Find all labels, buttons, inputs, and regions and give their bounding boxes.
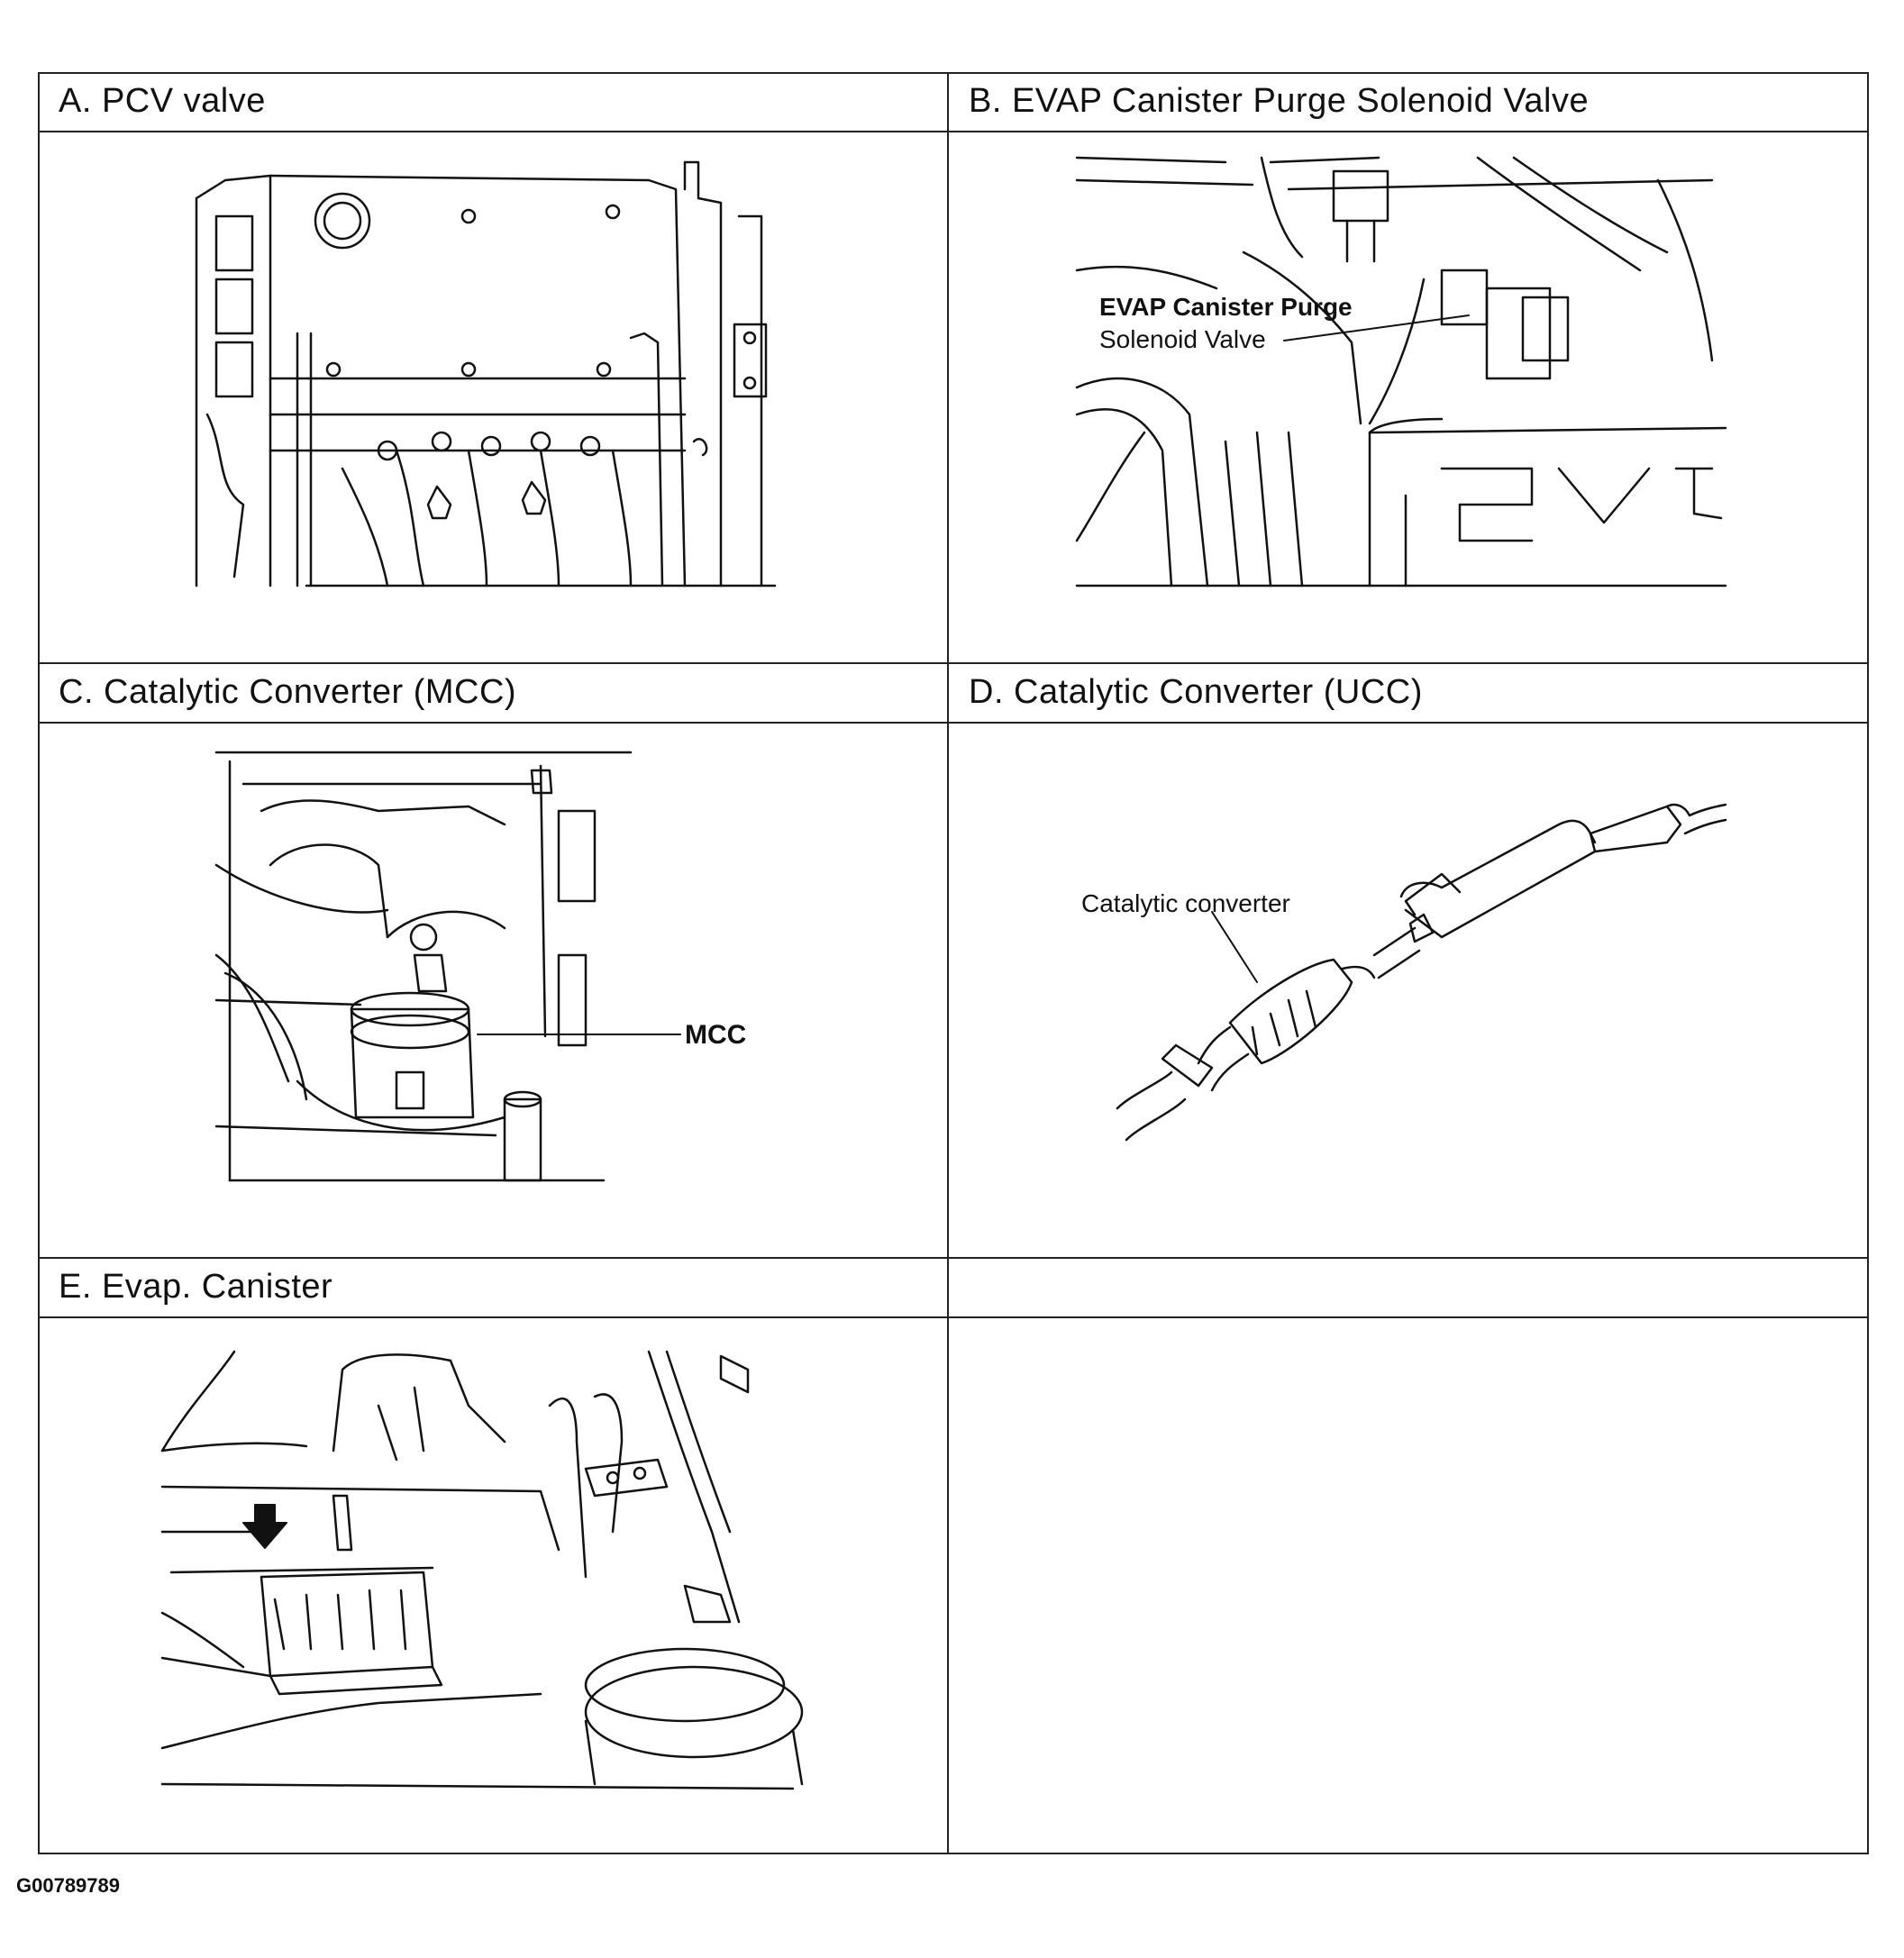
panel-d-header: D. Catalytic Converter (UCC) — [948, 663, 1869, 723]
down-arrow-icon — [242, 1504, 287, 1549]
panel-c-title: C. Catalytic Converter (MCC) — [59, 673, 517, 711]
ucc-drawing — [1116, 803, 1727, 1142]
panel-b-image — [948, 132, 1869, 663]
evap-canister-drawing — [160, 1350, 804, 1790]
panel-d-image — [948, 723, 1869, 1258]
figure-code: G00789789 — [16, 1874, 120, 1897]
evap-solenoid-drawing — [1075, 156, 1727, 587]
solenoid-callout-line1: EVAP Canister Purge — [1099, 293, 1353, 321]
panel-b-title: B. EVAP Canister Purge Solenoid Valve — [969, 82, 1590, 120]
panel-a-title: A. PCV valve — [59, 82, 266, 120]
panel-a-image — [38, 132, 948, 663]
panel-b-header: B. EVAP Canister Purge Solenoid Valve — [948, 72, 1869, 132]
mcc-drawing — [214, 751, 681, 1182]
panel-e-image — [38, 1317, 948, 1854]
panel-f-header — [948, 1258, 1869, 1317]
ucc-callout: Catalytic converter — [1081, 889, 1290, 917]
panel-c-image — [38, 723, 948, 1258]
panel-f-image — [948, 1317, 1869, 1854]
panel-e-header: E. Evap. Canister — [38, 1258, 948, 1317]
panel-e-title: E. Evap. Canister — [59, 1268, 333, 1306]
mcc-callout: MCC — [685, 1020, 746, 1050]
panel-d-title: D. Catalytic Converter (UCC) — [969, 673, 1423, 711]
engine-top-drawing — [195, 160, 777, 587]
panel-c-header: C. Catalytic Converter (MCC) — [38, 663, 948, 723]
panel-a-header: A. PCV valve — [38, 72, 948, 132]
solenoid-callout-line2: Solenoid Valve — [1099, 325, 1266, 353]
